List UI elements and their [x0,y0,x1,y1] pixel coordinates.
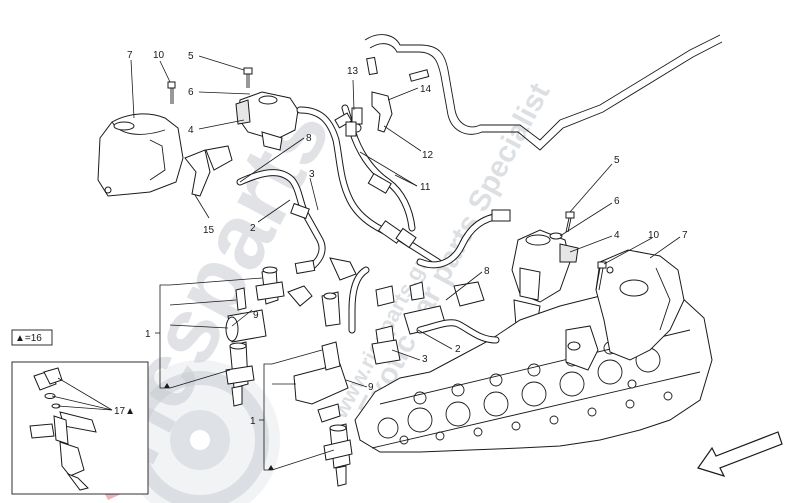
callout-6-right: 6 [614,196,620,207]
pump-heat-shield-left [97,113,184,197]
callout-8-left: 8 [306,133,312,144]
fuel-hose-assembly-left [236,169,326,275]
callout-7-right: 7 [682,230,688,241]
bolt-5-left [243,67,253,88]
mounting-bracket-right [565,325,599,371]
injector-group-upper [225,257,357,343]
callout-5-right: 5 [614,155,620,166]
injector-group-lower [225,341,353,487]
callout-15: 15 [203,225,215,236]
bolt-10-left [167,81,176,104]
callout-labels: 7 10 5 6 4 8 3 2 15 13 14 12 11 5 6 4 10… [114,50,688,427]
callout-14: 14 [420,84,432,95]
o-ring-6-right [549,232,563,240]
callout-5-left: 5 [188,51,194,62]
legend-box: ▲=16 [11,329,53,346]
triangle-markers [164,383,274,470]
callout-4-left: 4 [188,125,194,136]
high-pressure-pump-left [235,91,319,151]
callout-1-left: 1 [145,329,151,340]
callout-1-bottom: 1 [250,416,256,427]
callout-3-right: 3 [422,354,428,365]
callout-9-upper: 9 [253,310,259,321]
legend-text: ▲=16 [15,333,42,344]
callout-13: 13 [347,66,359,77]
bolt-10-right [595,261,607,291]
callout-2-right: 2 [455,344,461,355]
callout-2-left: 2 [250,223,256,234]
callout-6-left: 6 [188,87,194,98]
bracket-15 [184,145,233,197]
direction-arrow [697,431,783,477]
callout-17: 17▲ [114,406,135,417]
fuel-hose-assembly-center [296,104,511,269]
callout-11: 11 [420,182,431,193]
pressure-sensor-fitting [345,91,393,137]
callout-8-right: 8 [484,266,490,277]
high-pressure-pump-right [511,229,579,333]
leader-lines [51,55,681,471]
callout-3-left: 3 [309,169,315,180]
bolt-5-right [565,211,575,233]
rail-brackets-center [348,266,500,365]
injector-detail-inset [11,361,149,495]
callout-7-left: 7 [127,50,133,61]
callout-10-right: 10 [648,230,660,241]
callout-4-right: 4 [614,230,620,241]
callout-12: 12 [422,150,434,161]
callout-10-left: 10 [153,50,165,61]
callout-9-lower: 9 [368,382,374,393]
return-fuel-line [364,34,723,151]
